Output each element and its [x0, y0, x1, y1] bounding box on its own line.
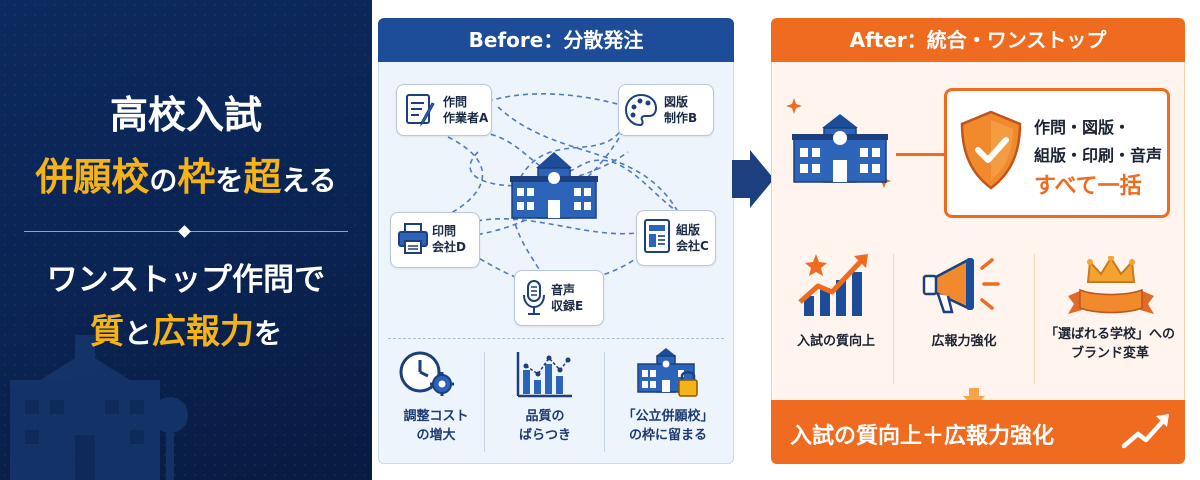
issue-3-line1: 「公立併願校」: [622, 409, 714, 424]
title-line4: 質と広報力を: [89, 312, 283, 352]
node-c-line1: 組版: [676, 223, 701, 237]
scatter-chart-icon: [516, 352, 572, 398]
document-pen-icon: [406, 94, 435, 127]
issue-2-line1: 品質の: [525, 409, 565, 424]
benefit-3-line2: ブランド変革: [1070, 346, 1149, 361]
title-panel: 高校入試 併願校の枠を超える ワンストップ作問で 質と広報力を: [0, 0, 372, 480]
clock-gear-icon: [399, 351, 454, 396]
building-silhouette-icon: [10, 335, 188, 480]
node-design-b: [618, 84, 714, 136]
node-d-line1: 印問: [432, 224, 457, 238]
node-c-line2: 会社C: [676, 239, 709, 253]
issue-3-line2: の枠に留まる: [628, 428, 707, 443]
node-b-line2: 制作B: [664, 111, 698, 125]
growth-chart-icon: [798, 254, 868, 316]
node-a-line2: 作業者A: [443, 111, 489, 125]
onestop-line3: すべて一括: [1034, 174, 1142, 199]
benefit-1-label: 入試の質向上: [796, 334, 875, 349]
school-sparkle-icon: [786, 98, 891, 188]
school-building-icon: [510, 152, 598, 219]
down-arrow-icon: [963, 388, 985, 407]
palette-icon: [624, 93, 658, 127]
microphone-icon: [523, 280, 545, 315]
before-separator: [388, 338, 724, 339]
node-e-line2: 収録E: [551, 299, 584, 313]
issue-1-line2: の増大: [416, 428, 456, 443]
layout-icon: [644, 219, 670, 253]
megaphone-icon: [922, 257, 1000, 314]
onestop-line1: 作問・図版・: [1034, 118, 1131, 137]
title-line2: 併願校の枠を超える: [35, 155, 337, 199]
onestop-line2: 組版・印刷・音声: [1034, 146, 1163, 165]
before-header: Before：分散発注: [378, 18, 734, 62]
result-text: 入試の質向上＋広報力強化: [790, 424, 1055, 449]
printer-icon: [398, 223, 428, 254]
node-d-line2: 会社D: [432, 240, 466, 254]
issue-divider: [484, 352, 485, 452]
benefit-2-label: 広報力強化: [931, 334, 997, 349]
benefit-divider: [1034, 254, 1035, 384]
node-b-line1: 図版: [664, 95, 689, 109]
crown-ribbon-icon: [1068, 256, 1154, 314]
benefit-divider: [893, 254, 894, 384]
benefit-3-line1: 「選ばれる学校」への: [1044, 327, 1175, 342]
issue-divider: [604, 352, 605, 452]
after-header: After：統合・ワンストップ: [771, 18, 1185, 62]
issue-1-line1: 調整コスト: [403, 409, 469, 424]
title-line3: ワンストップ作問で: [46, 262, 326, 298]
school-lock-icon: [637, 348, 698, 397]
issue-2-line2: ばらつき: [518, 428, 571, 443]
trend-up-icon: [1121, 414, 1169, 449]
shield-check-icon: [960, 110, 1022, 190]
result-bar: [771, 400, 1185, 464]
transition-arrow-icon: [732, 150, 774, 208]
node-a-line1: 作問: [443, 95, 468, 109]
node-e-line1: 音声: [551, 283, 576, 297]
title-line1: 高校入試: [109, 93, 262, 137]
onestop-connector: [896, 153, 946, 156]
